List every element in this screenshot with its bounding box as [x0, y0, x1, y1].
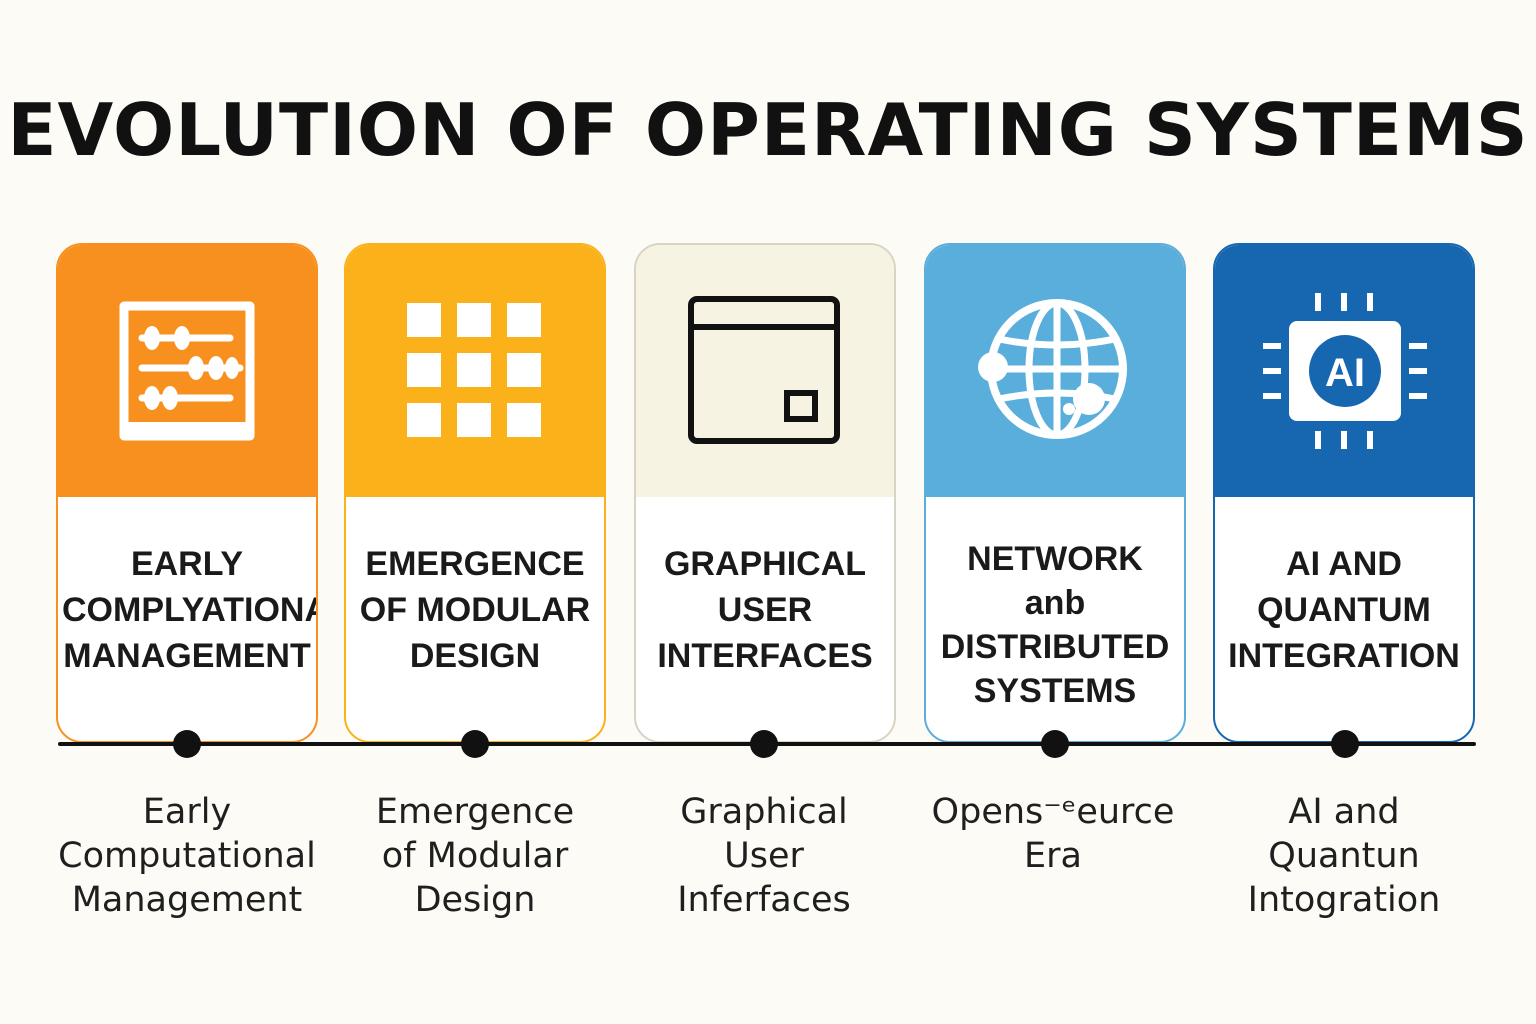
- stage-card-header: [58, 245, 316, 497]
- stage-card-body: AI AND QUANTUM INTEGRATION: [1215, 497, 1473, 741]
- stage-caption: Early Computational Management: [58, 792, 316, 920]
- page-title: EVOLUTION OF OPERATING SYSTEMS: [7, 88, 1529, 172]
- stage-heading: EMERGENCE OF MODULAR DESIGN: [359, 545, 591, 675]
- stage-caption: Opens⁻ᵉeurce Era: [931, 792, 1175, 876]
- stage-card-body: NETWORK anb DISTRIBUTED SYSTEMS: [926, 497, 1184, 741]
- module-grid-icon: [407, 303, 541, 437]
- abacus-icon: [119, 301, 255, 441]
- stage-card-early-computational: EARLY COMPLYATIONAL MANAGEMENT: [56, 243, 318, 743]
- stage-card-modular-design: EMERGENCE OF MODULAR DESIGN: [344, 243, 606, 743]
- stage-card-header: AI: [1215, 245, 1473, 497]
- stage-card-gui: GRAPHICAL USER INTERFACES: [634, 243, 896, 743]
- stage-card-header: [636, 245, 894, 497]
- ai-chip-icon: AI: [1263, 293, 1427, 449]
- stage-heading: EARLY COMPLYATIONAL MANAGEMENT: [62, 545, 316, 675]
- stage-card-header: [926, 245, 1184, 497]
- window-icon: [688, 296, 840, 444]
- stage-caption: Graphical User Inferfaces: [677, 792, 851, 920]
- stage-heading: AI AND QUANTUM INTEGRATION: [1228, 545, 1460, 675]
- timeline-dot: [1041, 730, 1069, 758]
- stage-card-network: NETWORK anb DISTRIBUTED SYSTEMS: [924, 243, 1186, 743]
- stage-card-body: EARLY COMPLYATIONAL MANAGEMENT: [58, 497, 316, 741]
- timeline-dot: [173, 730, 201, 758]
- stage-card-ai-quantum: AI AI AND QUANTUM INTEGRATION: [1213, 243, 1475, 743]
- stage-card-body: GRAPHICAL USER INTERFACES: [636, 497, 894, 741]
- ai-chip-label: AI: [1325, 351, 1365, 395]
- stage-caption: Emergence of Modular Design: [375, 792, 575, 920]
- timeline-dot: [1331, 730, 1359, 758]
- stage-caption: AI and Quantun Intogration: [1247, 792, 1441, 920]
- stage-heading: NETWORK anb DISTRIBUTED SYSTEMS: [940, 540, 1170, 710]
- stage-card-header: [346, 245, 604, 497]
- timeline-dot: [750, 730, 778, 758]
- globe-network-icon: [978, 299, 1127, 439]
- timeline-dot: [461, 730, 489, 758]
- stage-heading: GRAPHICAL USER INTERFACES: [657, 545, 873, 675]
- stage-card-body: EMERGENCE OF MODULAR DESIGN: [346, 497, 604, 741]
